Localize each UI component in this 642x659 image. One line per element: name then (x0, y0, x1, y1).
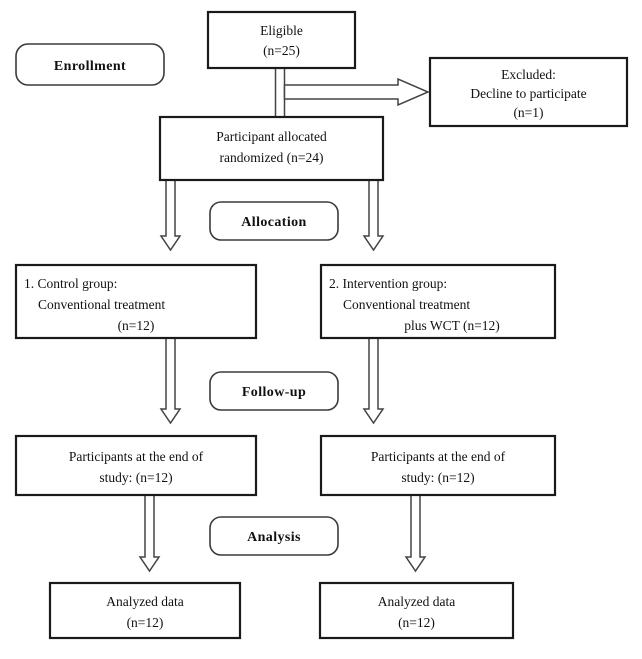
stage-label-followup[interactable]: Follow-up (209, 371, 339, 411)
excluded-line-3: (n=1) (513, 105, 543, 120)
followup-right-line-2: study: (n=12) (401, 470, 474, 485)
control-group-line-1: 1. Control group: (24, 276, 117, 291)
followup-right-line-1: Participants at the end of (371, 449, 506, 464)
followup-right-box[interactable]: Participants at the end of study: (n=12) (319, 434, 557, 497)
stage-label-enrollment-text: Enrollment (54, 59, 126, 74)
intervention-group-line-1: 2. Intervention group: (329, 276, 447, 291)
control-group-line-2: Conventional treatment (38, 297, 165, 312)
analyzed-left-box[interactable]: Analyzed data (n=12) (48, 581, 242, 640)
analyzed-right-line-1: Analyzed data (378, 594, 456, 609)
eligible-line-2: (n=25) (263, 43, 300, 58)
eligible-line-1: Eligible (260, 23, 303, 38)
excluded-box[interactable]: Excluded: Decline to participate (n=1) (428, 56, 629, 128)
allocated-box[interactable]: Participant allocated randomized (n=24) (158, 115, 385, 182)
stage-label-allocation[interactable]: Allocation (209, 201, 339, 241)
control-group-box[interactable]: 1. Control group: Conventional treatment… (14, 263, 258, 340)
stage-label-analysis-text: Analysis (247, 530, 301, 545)
followup-left-box[interactable]: Participants at the end of study: (n=12) (14, 434, 258, 497)
excluded-line-2: Decline to participate (470, 86, 586, 101)
stage-label-analysis[interactable]: Analysis (209, 516, 339, 556)
stage-label-enrollment[interactable]: Enrollment (15, 43, 165, 86)
followup-left-line-1: Participants at the end of (69, 449, 204, 464)
connector-followup-left-to-analyzed-left (138, 494, 161, 573)
analyzed-left-line-2: (n=12) (127, 615, 164, 630)
eligible-box[interactable]: Eligible (n=25) (206, 10, 357, 70)
excluded-line-1: Excluded: (501, 67, 556, 82)
connector-eligible-to-excluded (283, 77, 430, 107)
analyzed-right-line-2: (n=12) (398, 615, 435, 630)
intervention-group-line-2: Conventional treatment (343, 297, 470, 312)
stage-label-followup-text: Follow-up (242, 385, 306, 400)
allocated-line-1: Participant allocated (216, 129, 327, 144)
stage-label-allocation-text: Allocation (241, 215, 306, 230)
intervention-group-box[interactable]: 2. Intervention group: Conventional trea… (319, 263, 557, 340)
followup-left-line-2: study: (n=12) (99, 470, 172, 485)
analyzed-right-box[interactable]: Analyzed data (n=12) (318, 581, 515, 640)
connector-allocated-to-control (159, 179, 182, 252)
allocated-line-2: randomized (n=24) (220, 150, 324, 165)
control-group-line-3: (n=12) (118, 318, 155, 333)
connector-allocated-to-intervention (362, 179, 385, 252)
analyzed-left-line-1: Analyzed data (106, 594, 184, 609)
connector-intervention-to-followup-right (362, 337, 385, 425)
connector-control-to-followup-left (159, 337, 182, 425)
intervention-group-line-3: plus WCT (n=12) (404, 318, 500, 333)
connector-followup-right-to-analyzed-right (404, 494, 427, 573)
